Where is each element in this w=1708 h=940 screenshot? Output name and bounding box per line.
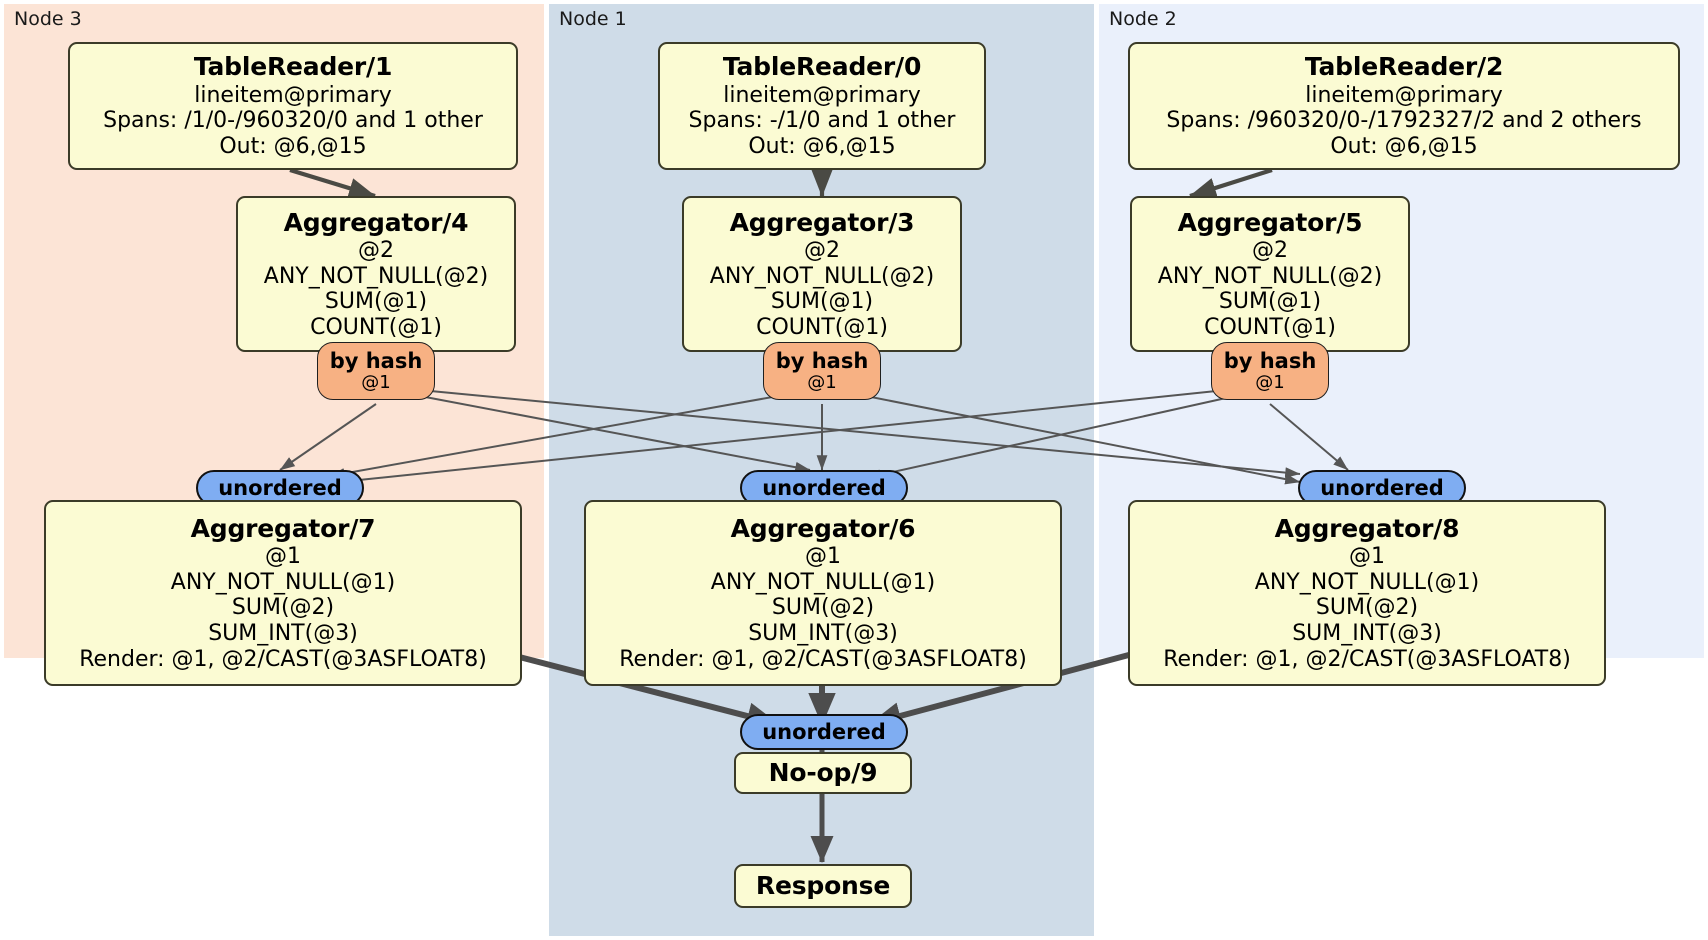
router-subtitle: @1 (1255, 371, 1285, 393)
processor-line: ANY_NOT_NULL(@2) (263, 263, 489, 289)
processor-line: Render: @1, @2/CAST(@3ASFLOAT8) (79, 646, 487, 672)
processor-line: @1 (1349, 544, 1385, 570)
processor-title: Aggregator/5 (1177, 207, 1363, 237)
stream-label: unordered (762, 476, 886, 500)
processor-line: @2 (1252, 238, 1288, 264)
processor-line: ANY_NOT_NULL(@1) (710, 569, 936, 595)
processor-aggregator-4[interactable]: Aggregator/4 @2 ANY_NOT_NULL(@2) SUM(@1)… (236, 196, 516, 352)
processor-title: Aggregator/3 (729, 207, 915, 237)
processor-line: @1 (265, 544, 301, 570)
processor-title: Aggregator/8 (1274, 513, 1460, 543)
router-title: by hash (329, 348, 423, 373)
processor-line: Out: @6,@15 (748, 134, 896, 159)
stream-unordered-final[interactable]: unordered (740, 714, 908, 750)
processor-title: Aggregator/4 (283, 207, 469, 237)
processor-line: SUM(@1) (324, 289, 428, 315)
processor-line: Spans: -/1/0 and 1 other (688, 108, 956, 134)
node-panel-label-node2: Node 2 (1109, 8, 1177, 30)
processor-line: Render: @1, @2/CAST(@3ASFLOAT8) (1163, 646, 1571, 672)
processor-line: SUM(@2) (771, 595, 875, 621)
processor-line: SUM(@2) (1315, 595, 1419, 621)
processor-aggregator-7[interactable]: Aggregator/7 @1 ANY_NOT_NULL(@1) SUM(@2)… (44, 500, 522, 686)
processor-line: SUM(@1) (770, 289, 874, 315)
processor-line: ANY_NOT_NULL(@1) (170, 569, 396, 595)
processor-line: COUNT(@1) (1204, 314, 1336, 340)
processor-line: SUM(@2) (231, 595, 335, 621)
processor-line: COUNT(@1) (310, 314, 442, 340)
router-subtitle: @1 (807, 371, 837, 393)
processor-title: TableReader/1 (193, 52, 393, 82)
processor-line: lineitem@primary (194, 82, 392, 108)
processor-noop-9[interactable]: No-op/9 (734, 752, 912, 794)
processor-title: No-op/9 (768, 757, 878, 787)
processor-response[interactable]: Response (734, 864, 912, 908)
processor-line: lineitem@primary (1305, 82, 1503, 108)
processor-line: SUM(@1) (1218, 289, 1322, 315)
router-by-hash-center[interactable]: by hash @1 (763, 342, 881, 400)
processor-aggregator-5[interactable]: Aggregator/5 @2 ANY_NOT_NULL(@2) SUM(@1)… (1130, 196, 1410, 352)
processor-line: lineitem@primary (723, 82, 921, 108)
router-by-hash-left[interactable]: by hash @1 (317, 342, 435, 400)
processor-table-reader-1[interactable]: TableReader/1 lineitem@primary Spans: /1… (68, 42, 518, 170)
processor-line: @2 (358, 238, 394, 264)
processor-line: Out: @6,@15 (1330, 134, 1478, 159)
processor-line: Render: @1, @2/CAST(@3ASFLOAT8) (619, 646, 1027, 672)
processor-aggregator-6[interactable]: Aggregator/6 @1 ANY_NOT_NULL(@1) SUM(@2)… (584, 500, 1062, 686)
processor-line: SUM_INT(@3) (1292, 621, 1442, 646)
processor-title: Aggregator/6 (730, 513, 916, 543)
node-panel-label-node3: Node 3 (14, 8, 82, 30)
node-panel-label-node1: Node 1 (559, 8, 627, 30)
processor-table-reader-0[interactable]: TableReader/0 lineitem@primary Spans: -/… (658, 42, 986, 170)
processor-line: @1 (805, 544, 841, 570)
processor-line: COUNT(@1) (756, 314, 888, 340)
processor-line: @2 (804, 238, 840, 264)
stream-label: unordered (218, 476, 342, 500)
router-title: by hash (775, 348, 869, 373)
stream-label: unordered (1320, 476, 1444, 500)
processor-title: TableReader/2 (1304, 52, 1504, 82)
processor-line: Out: @6,@15 (219, 134, 367, 159)
processor-line: Spans: /960320/0-/1792327/2 and 2 others (1166, 108, 1642, 134)
processor-title: Response (755, 870, 891, 900)
router-by-hash-right[interactable]: by hash @1 (1211, 342, 1329, 400)
router-subtitle: @1 (361, 371, 391, 393)
processor-line: Spans: /1/0-/960320/0 and 1 other (103, 108, 483, 134)
processor-line: SUM_INT(@3) (748, 621, 898, 646)
stream-label: unordered (762, 720, 886, 744)
processor-line: ANY_NOT_NULL(@2) (1157, 263, 1383, 289)
processor-title: Aggregator/7 (190, 513, 376, 543)
processor-table-reader-2[interactable]: TableReader/2 lineitem@primary Spans: /9… (1128, 42, 1680, 170)
processor-line: SUM_INT(@3) (208, 621, 358, 646)
processor-title: TableReader/0 (722, 52, 922, 82)
processor-aggregator-8[interactable]: Aggregator/8 @1 ANY_NOT_NULL(@1) SUM(@2)… (1128, 500, 1606, 686)
processor-aggregator-3[interactable]: Aggregator/3 @2 ANY_NOT_NULL(@2) SUM(@1)… (682, 196, 962, 352)
processor-line: ANY_NOT_NULL(@1) (1254, 569, 1480, 595)
processor-line: ANY_NOT_NULL(@2) (709, 263, 935, 289)
router-title: by hash (1223, 348, 1317, 373)
